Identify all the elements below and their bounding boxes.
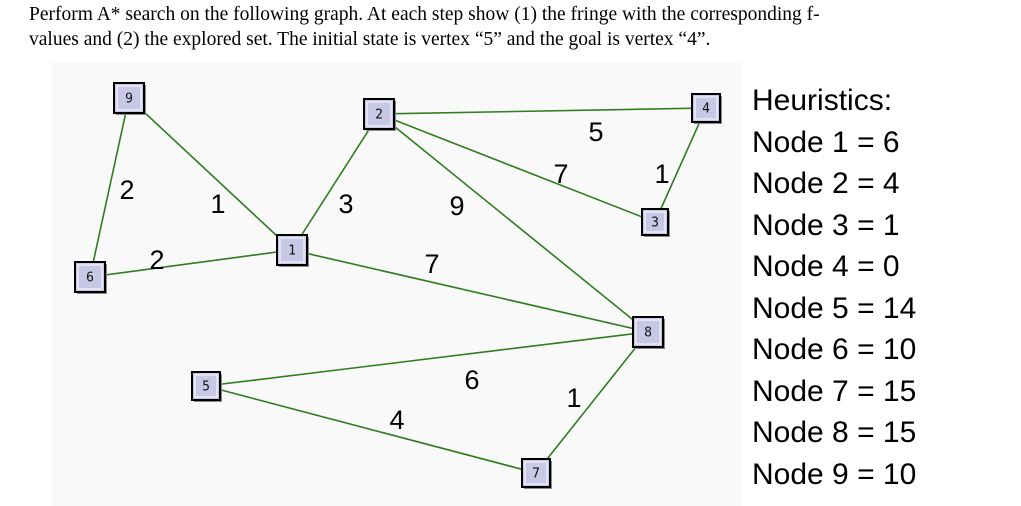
node-box	[641, 208, 669, 236]
node-inner-border	[116, 85, 142, 111]
edge-weight-2-8: 9	[449, 191, 464, 221]
node-box	[521, 458, 551, 488]
heuristics-title: Heuristics:	[752, 84, 893, 117]
edge-9-1	[128, 97, 293, 251]
node-label-9: 9	[125, 92, 133, 107]
node-inner-border	[694, 96, 718, 120]
edge-weight-4-3: 1	[654, 159, 669, 189]
node-inner-border	[524, 461, 548, 485]
node-8: 8	[632, 316, 665, 349]
node-box	[276, 234, 308, 266]
edges-layer	[89, 97, 707, 474]
edge-2-3	[378, 113, 656, 223]
node-box	[113, 82, 145, 114]
node-box	[363, 98, 395, 130]
heuristic-node-9: Node 9 = 10	[752, 457, 917, 491]
edge-5-8	[205, 331, 649, 387]
node-box	[632, 316, 664, 348]
node-5: 5	[191, 371, 222, 402]
edge-2-4	[378, 107, 707, 115]
node-label-8: 8	[644, 326, 652, 341]
edge-2-8	[378, 113, 649, 333]
heuristic-node-6: Node 6 = 10	[752, 333, 917, 366]
node-box	[191, 371, 221, 401]
heuristic-node-5: Node 5 = 14	[752, 291, 917, 325]
node-box	[74, 261, 106, 293]
edge-weight-7-8: 1	[566, 383, 581, 413]
edge-6-1	[89, 249, 293, 278]
node-inner-border	[635, 319, 661, 345]
edge-1-2	[291, 113, 380, 251]
edge-weight-1-2: 3	[338, 189, 353, 219]
heuristic-node-8: Node 8 = 15	[752, 416, 917, 449]
heuristic-node-3: Node 3 = 1	[752, 208, 900, 242]
node-box	[691, 93, 721, 123]
edge-9-6	[89, 97, 130, 278]
edge-weight-9-6: 2	[119, 175, 134, 205]
node-inner-border	[279, 237, 305, 263]
node-2: 2	[363, 98, 396, 131]
heuristics-panel: Heuristics: Node 1 = 6 Node 2 = 4 Node 3…	[752, 80, 916, 495]
node-9: 9	[113, 82, 146, 115]
node-label-3: 3	[651, 216, 659, 231]
node-label-7: 7	[532, 467, 540, 482]
node-1: 1	[276, 234, 309, 267]
node-3: 3	[641, 208, 670, 237]
node-label-6: 6	[86, 271, 94, 286]
node-inner-border	[644, 211, 666, 233]
node-inner-border	[194, 374, 218, 398]
edge-weight-5-7: 4	[389, 405, 404, 435]
node-4: 4	[691, 93, 722, 124]
edge-1-8	[291, 249, 649, 333]
edge-weight-2-3: 7	[553, 159, 568, 189]
edge-weight-6-1: 2	[149, 245, 164, 275]
node-label-4: 4	[702, 102, 710, 117]
node-7: 7	[521, 458, 552, 489]
heuristic-node-1: Node 1 = 6	[752, 125, 900, 159]
node-6: 6	[74, 261, 107, 294]
node-label-5: 5	[202, 380, 210, 395]
node-inner-border	[77, 264, 103, 290]
question-text: Perform A* search on the following graph…	[29, 2, 989, 52]
heuristic-node-2: Node 2 = 4	[752, 167, 900, 200]
heuristic-node-7: Node 7 = 15	[752, 374, 917, 408]
heuristic-node-4: Node 4 = 0	[752, 250, 900, 283]
edge-weight-5-8: 6	[464, 365, 479, 395]
edge-weight-9-1: 1	[210, 189, 225, 219]
edge-4-3	[654, 107, 707, 223]
edge-weight-1-8: 7	[424, 249, 439, 279]
question-line-1: Perform A* search on the following graph…	[29, 4, 820, 25]
edge-7-8	[535, 331, 649, 474]
node-label-2: 2	[375, 108, 383, 123]
edge-weight-2-4: 5	[588, 117, 603, 147]
node-inner-border	[366, 101, 392, 127]
node-label-1: 1	[288, 244, 296, 259]
question-line-2: values and (2) the explored set. The ini…	[29, 29, 711, 50]
edge-5-7	[205, 385, 537, 474]
